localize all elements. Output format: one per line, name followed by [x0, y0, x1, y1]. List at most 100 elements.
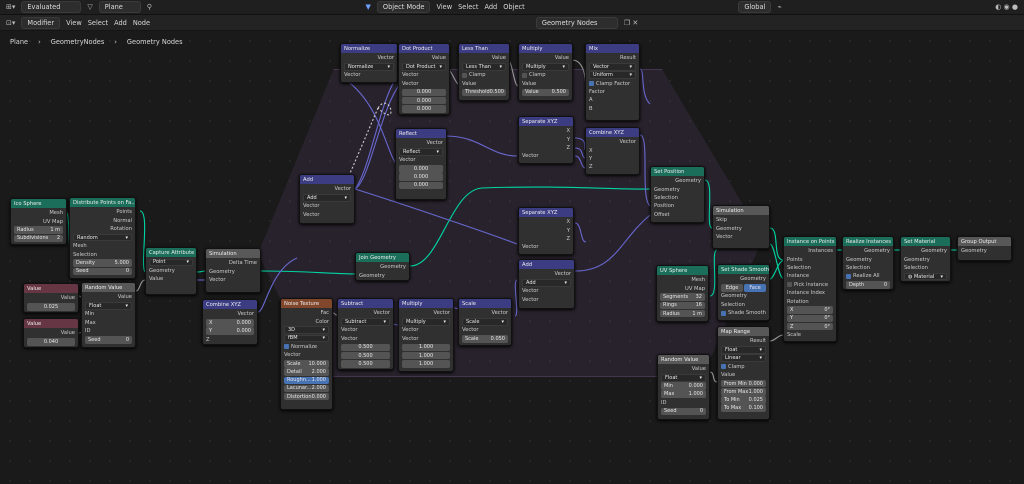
- dot-mode-dropdown[interactable]: Dot Product▾: [402, 62, 446, 71]
- noise-lacunarity-field[interactable]: Lacunar...2.000: [284, 384, 329, 393]
- multiply-clamp-checkbox[interactable]: Clamp: [522, 71, 569, 79]
- simulation-output-node[interactable]: Simulation Skip Geometry Vector: [712, 205, 770, 249]
- set-material-node[interactable]: Set Material Geometry Geometry Selection…: [900, 236, 951, 282]
- subtract-val-y[interactable]: 0.500: [341, 351, 390, 360]
- distribute-points-node[interactable]: Distribute Points on Fa... Points Normal…: [69, 197, 136, 279]
- menu-add[interactable]: Add: [484, 3, 498, 11]
- reflect-mode-dropdown[interactable]: Reflect▾: [399, 147, 443, 156]
- dot-val-z[interactable]: 0.000: [402, 104, 446, 113]
- modifier-dropdown[interactable]: Modifier: [21, 16, 61, 29]
- subtract-node[interactable]: Subtract Vector Subtract▾ Vector Vector …: [337, 298, 394, 370]
- object-field[interactable]: Plane: [98, 1, 141, 13]
- viewport-shading-icon[interactable]: ◐ ◉ ●: [995, 3, 1018, 11]
- add2-mode-dropdown[interactable]: Add▾: [522, 278, 571, 287]
- shade-smooth-checkbox[interactable]: Shade Smooth: [721, 309, 766, 317]
- dot-product-node[interactable]: Dot Product Value Dot Product▾ Vector Ve…: [398, 43, 450, 115]
- breadcrumb-plane[interactable]: Plane: [10, 38, 29, 46]
- multiply2-val-z[interactable]: 1.000: [402, 359, 450, 368]
- edge-toggle[interactable]: Edge: [721, 283, 743, 292]
- copy-icon[interactable]: ❐ ✕: [623, 18, 639, 27]
- set-shade-smooth-node[interactable]: Set Shade Smooth Geometry Edge Face Geom…: [717, 264, 770, 321]
- reflect-val-z[interactable]: 0.000: [399, 181, 443, 190]
- material-dropdown[interactable]: ◍ Material▾: [904, 272, 947, 281]
- evaluation-dropdown[interactable]: Evaluated: [21, 1, 82, 13]
- value-field-2[interactable]: 0.040: [27, 337, 75, 346]
- add-node-2[interactable]: Add Vector Add▾ Vector Vector: [518, 259, 575, 309]
- capture-domain-dropdown[interactable]: Point▾: [149, 258, 193, 267]
- menu-object[interactable]: Object: [503, 3, 525, 11]
- reflect-node[interactable]: Reflect Vector Reflect▾ Vector 0.000 0.0…: [395, 128, 447, 200]
- multiply2-mode-dropdown[interactable]: Multiply▾: [402, 317, 450, 326]
- distribute-mode-dropdown[interactable]: Random▾: [73, 233, 132, 242]
- breadcrumb-geometrynodes[interactable]: GeometryNodes: [50, 38, 105, 46]
- random-type-dropdown-2[interactable]: Float▾: [661, 373, 706, 382]
- join-geometry-node[interactable]: Join Geometry Geometry Geometry: [355, 252, 410, 281]
- multiply2-val-y[interactable]: 1.000: [402, 351, 450, 360]
- scale-mode-dropdown[interactable]: Scale▾: [462, 317, 508, 326]
- value-node-2[interactable]: Value Value 0.040: [23, 318, 79, 348]
- noise-texture-node[interactable]: Noise Texture Fac Color 3D▾ fBM▾ Normali…: [280, 298, 333, 410]
- combine-xyz-node-2[interactable]: Combine XYZ Vector X Y Z: [585, 127, 640, 175]
- menu-select-node[interactable]: Select: [87, 18, 109, 27]
- multiply-node-2[interactable]: Multiply Vector Multiply▾ Vector Vector …: [398, 298, 454, 372]
- less-than-node[interactable]: Less Than Value Less Than▾ Clamp Value T…: [458, 43, 510, 101]
- node-editor-icon[interactable]: ⊡▾: [6, 18, 16, 27]
- noise-type-dropdown[interactable]: fBM▾: [284, 334, 329, 343]
- reflect-val-y[interactable]: 0.000: [399, 173, 443, 181]
- realize-all-checkbox[interactable]: Realize All: [846, 272, 890, 280]
- subtract-mode-dropdown[interactable]: Subtract▾: [341, 317, 390, 326]
- pick-instance-checkbox[interactable]: Pick Instance: [787, 281, 833, 289]
- value-node-1[interactable]: Value Value 0.025: [23, 283, 79, 313]
- menu-select[interactable]: Select: [458, 3, 479, 11]
- multiply2-val-x[interactable]: 1.000: [402, 343, 450, 352]
- mix-mode-dropdown[interactable]: Uniform▾: [589, 71, 636, 79]
- random-type-dropdown-1[interactable]: Float▾: [85, 301, 132, 310]
- less-clamp-checkbox[interactable]: Clamp: [462, 71, 506, 79]
- simulation-input-node[interactable]: Simulation Delta Time Geometry Vector: [205, 248, 261, 293]
- snap-icon[interactable]: ⌁: [777, 3, 782, 11]
- value-field-1[interactable]: 0.025: [27, 302, 75, 311]
- node-group-field[interactable]: Geometry Nodes: [535, 16, 618, 29]
- dot-val-x[interactable]: 0.000: [402, 88, 446, 97]
- less-mode-dropdown[interactable]: Less Than▾: [462, 62, 506, 71]
- random-value-node-1[interactable]: Random Value Value Float▾ Min Max ID See…: [81, 282, 136, 348]
- group-output-node[interactable]: Group Output Geometry: [957, 236, 1012, 261]
- subtract-val-z[interactable]: 0.500: [341, 359, 390, 368]
- noise-dim-dropdown[interactable]: 3D▾: [284, 326, 329, 334]
- menu-node[interactable]: Node: [132, 18, 151, 27]
- menu-add-node[interactable]: Add: [114, 18, 127, 27]
- filter-icon[interactable]: ▼: [365, 3, 371, 11]
- realize-instances-node[interactable]: Realize Instances Geometry Geometry Sele…: [842, 236, 894, 290]
- face-toggle[interactable]: Face: [744, 283, 766, 292]
- map-type-dropdown[interactable]: Float▾: [721, 345, 766, 354]
- map-range-node[interactable]: Map Range Result Float▾ Linear▾ Clamp Va…: [717, 326, 770, 420]
- subtract-val-x[interactable]: 0.500: [341, 343, 390, 352]
